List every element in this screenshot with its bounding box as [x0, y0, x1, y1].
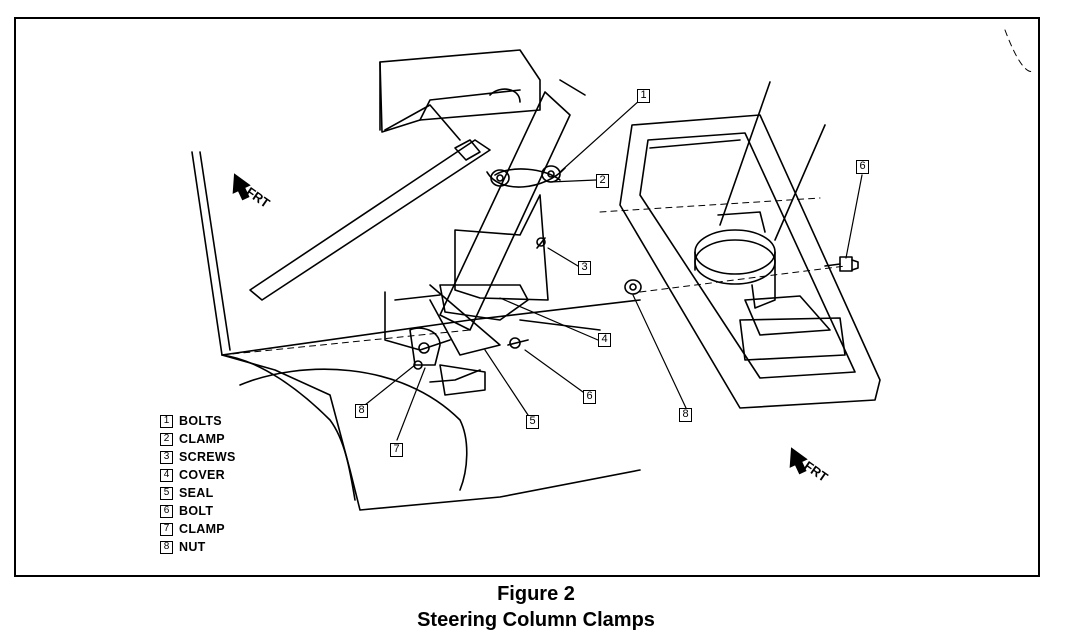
legend-number: 4 — [160, 468, 173, 482]
legend-number: 2 — [160, 432, 173, 446]
legend-label: BOLT — [179, 504, 214, 518]
callout-5: 5 — [526, 415, 539, 429]
upper-clamp — [694, 211, 776, 309]
dash-housing — [379, 49, 541, 141]
legend-label: CLAMP — [179, 432, 225, 446]
legend-label: COVER — [179, 468, 225, 482]
legend-label: CLAMP — [179, 522, 225, 536]
callout-6-right: 6 — [856, 160, 869, 174]
figure-title: Steering Column Clamps — [417, 609, 655, 631]
left-bolt — [507, 337, 529, 349]
support-brace — [249, 139, 491, 301]
legend-item: 4 COVER — [160, 466, 236, 484]
centerlines — [221, 29, 1036, 356]
callout-7: 7 — [390, 443, 403, 457]
figure-frame — [14, 17, 1040, 577]
legend-item: 5 SEAL — [160, 484, 236, 502]
callout-1: 1 — [637, 89, 650, 103]
callout-3: 3 — [578, 261, 591, 275]
figure-number: Figure 2 — [497, 583, 575, 605]
legend-number: 1 — [160, 414, 173, 428]
callout-4: 4 — [598, 333, 611, 347]
legend-item: 6 BOLT — [160, 502, 236, 520]
parts-legend: 1 BOLTS 2 CLAMP 3 SCREWS 4 COVER 5 SEAL … — [160, 412, 236, 556]
callout-2: 2 — [596, 174, 609, 188]
legend-number: 6 — [160, 504, 173, 518]
legend-number: 8 — [160, 540, 173, 554]
legend-item: 7 CLAMP — [160, 520, 236, 538]
leader-lines-left — [364, 99, 641, 441]
legend-label: SCREWS — [179, 450, 236, 464]
legend-number: 5 — [160, 486, 173, 500]
legend-label: BOLTS — [179, 414, 222, 428]
front-direction-arrow-right — [789, 447, 808, 475]
legend-item: 3 SCREWS — [160, 448, 236, 466]
right-nut — [624, 279, 642, 295]
column-cover-housing — [619, 114, 881, 409]
column-shaft-lines — [719, 81, 826, 241]
leader-lines-right — [632, 174, 863, 409]
callout-8: 8 — [355, 404, 368, 418]
legend-item: 1 BOLTS — [160, 412, 236, 430]
legend-number: 3 — [160, 450, 173, 464]
front-direction-arrow-left — [232, 173, 251, 201]
callout-8-right: 8 — [679, 408, 692, 422]
legend-label: SEAL — [179, 486, 214, 500]
steering-column-shaft — [439, 79, 586, 331]
legend-item: 8 NUT — [160, 538, 236, 556]
legend-item: 2 CLAMP — [160, 430, 236, 448]
legend-number: 7 — [160, 522, 173, 536]
callout-6: 6 — [583, 390, 596, 404]
legend-label: NUT — [179, 540, 206, 554]
column-bracket — [384, 194, 601, 356]
lower-clamp-and-seal — [409, 327, 486, 396]
